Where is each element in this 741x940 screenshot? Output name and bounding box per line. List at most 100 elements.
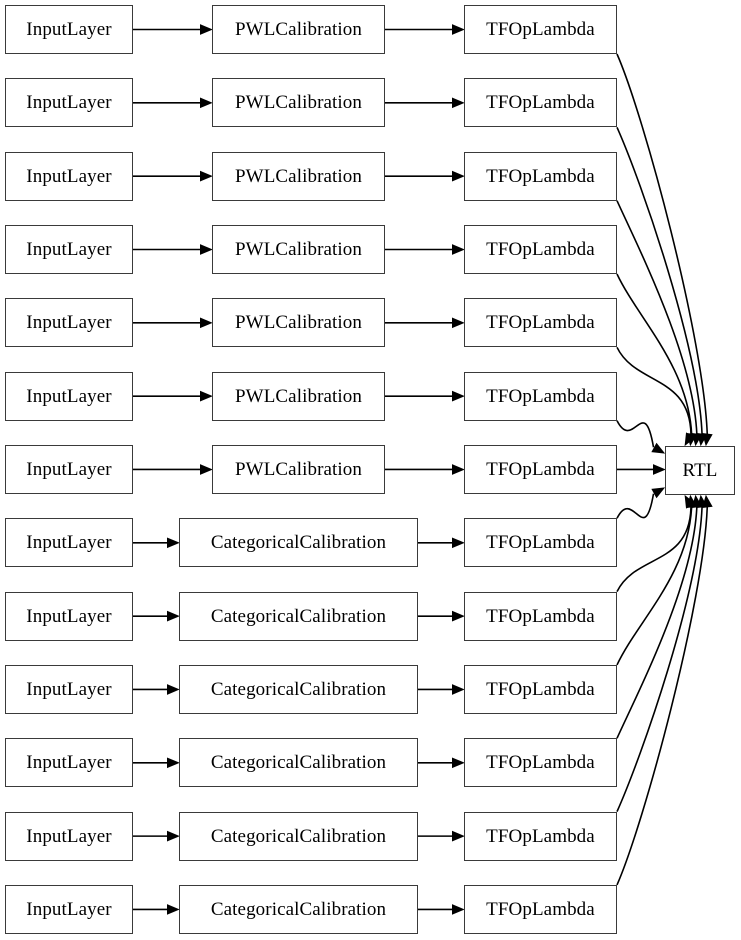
- arrowhead-lambda-to-rtl-8: [684, 494, 696, 509]
- node-input-layer-9: InputLayer: [5, 664, 133, 714]
- node-tfoplambda-7: TFOpLambda: [464, 518, 617, 568]
- edge-lambda-to-rtl-2: [616, 200, 698, 435]
- arrowhead-calibration-to-lambda-9: [452, 684, 465, 695]
- node-categoricalcalibration-10-label: CategoricalCalibration: [210, 752, 387, 774]
- node-tfoplambda-9: TFOpLambda: [464, 664, 617, 714]
- arrowhead-lambda-to-rtl-2: [691, 432, 703, 447]
- node-input-layer-9-label: InputLayer: [26, 678, 112, 700]
- arrowhead-lambda-to-rtl-7: [651, 487, 666, 499]
- node-input-layer-6: InputLayer: [5, 444, 133, 494]
- arrowhead-input-to-calibration-2: [200, 170, 213, 182]
- node-input-layer-7: InputLayer: [5, 518, 133, 568]
- arrowhead-lambda-to-rtl-3: [686, 432, 698, 447]
- node-pwlcalibration-3-label: PWLCalibration: [235, 238, 362, 260]
- node-input-layer-10: InputLayer: [5, 738, 133, 788]
- arrowhead-input-to-calibration-8: [167, 610, 180, 622]
- node-tfoplambda-11: TFOpLambda: [464, 811, 617, 861]
- arrowhead-calibration-to-lambda-2: [452, 170, 465, 182]
- node-pwlcalibration-4-label: PWLCalibration: [235, 312, 362, 334]
- arrowhead-input-to-calibration-5: [200, 390, 213, 402]
- arrowhead-calibration-to-lambda-4: [452, 317, 465, 329]
- node-tfoplambda-8: TFOpLambda: [464, 591, 617, 641]
- node-input-layer-8-label: InputLayer: [26, 605, 112, 627]
- arrowhead-lambda-to-rtl-9: [686, 494, 698, 509]
- node-pwlcalibration-1-label: PWLCalibration: [235, 92, 362, 114]
- node-input-layer-1: InputLayer: [5, 78, 133, 128]
- node-pwlcalibration-2: PWLCalibration: [212, 151, 385, 201]
- edge-lambda-to-rtl-0: [616, 53, 709, 435]
- arrowhead-input-to-calibration-12: [167, 904, 180, 915]
- node-pwlcalibration-3: PWLCalibration: [212, 224, 385, 274]
- arrowhead-input-to-calibration-10: [167, 757, 180, 769]
- node-tfoplambda-4: TFOpLambda: [464, 298, 617, 348]
- node-input-layer-5-label: InputLayer: [26, 385, 112, 407]
- arrowhead-input-to-calibration-7: [167, 537, 180, 549]
- arrowhead-input-to-calibration-4: [200, 317, 213, 329]
- node-pwlcalibration-1: PWLCalibration: [212, 78, 385, 128]
- node-tfoplambda-10: TFOpLambda: [464, 738, 617, 788]
- arrowhead-lambda-to-rtl-6: [653, 464, 666, 475]
- node-tfoplambda-3-label: TFOpLambda: [486, 238, 595, 260]
- node-categoricalcalibration-7-label: CategoricalCalibration: [210, 532, 387, 554]
- edge-lambda-to-rtl-10: [616, 506, 698, 739]
- arrowhead-calibration-to-lambda-1: [452, 97, 465, 109]
- arrowhead-lambda-to-rtl-11: [696, 494, 708, 509]
- arrowhead-calibration-to-lambda-11: [452, 830, 465, 842]
- node-rtl-label: RTL: [682, 460, 718, 481]
- arrowhead-calibration-to-lambda-3: [452, 244, 465, 255]
- node-tfoplambda-6: TFOpLambda: [464, 444, 617, 494]
- node-input-layer-8: InputLayer: [5, 591, 133, 641]
- node-input-layer-2-label: InputLayer: [26, 165, 112, 187]
- edge-lambda-to-rtl-9: [616, 506, 693, 666]
- node-tfoplambda-12-label: TFOpLambda: [486, 898, 595, 920]
- arrowhead-lambda-to-rtl-0: [702, 432, 713, 447]
- node-input-layer-11: InputLayer: [5, 811, 133, 861]
- node-input-layer-12: InputLayer: [5, 884, 133, 934]
- edge-lambda-to-rtl-7: [616, 493, 655, 519]
- node-tfoplambda-3: TFOpLambda: [464, 224, 617, 274]
- edge-lambda-to-rtl-12: [616, 506, 709, 886]
- node-input-layer-6-label: InputLayer: [26, 458, 112, 480]
- node-categoricalcalibration-10: CategoricalCalibration: [179, 738, 418, 788]
- node-tfoplambda-2: TFOpLambda: [464, 151, 617, 201]
- node-input-layer-12-label: InputLayer: [26, 898, 112, 920]
- node-tfoplambda-5-label: TFOpLambda: [486, 385, 595, 407]
- node-pwlcalibration-4: PWLCalibration: [212, 298, 385, 348]
- node-pwlcalibration-0: PWLCalibration: [212, 5, 385, 54]
- node-input-layer-11-label: InputLayer: [26, 825, 112, 847]
- node-tfoplambda-9-label: TFOpLambda: [486, 678, 595, 700]
- node-categoricalcalibration-12: CategoricalCalibration: [179, 884, 418, 934]
- node-categoricalcalibration-11-label: CategoricalCalibration: [210, 825, 387, 847]
- node-input-layer-2: InputLayer: [5, 151, 133, 201]
- node-pwlcalibration-2-label: PWLCalibration: [235, 165, 362, 187]
- node-input-layer-1-label: InputLayer: [26, 92, 112, 114]
- node-categoricalcalibration-11: CategoricalCalibration: [179, 811, 418, 861]
- node-input-layer-7-label: InputLayer: [26, 532, 112, 554]
- edge-lambda-to-rtl-4: [616, 346, 692, 435]
- node-pwlcalibration-6-label: PWLCalibration: [235, 458, 362, 480]
- arrowhead-lambda-to-rtl-5: [651, 442, 666, 454]
- node-input-layer-3: InputLayer: [5, 224, 133, 274]
- edge-lambda-to-rtl-3: [616, 273, 693, 435]
- arrowhead-lambda-to-rtl-4: [684, 432, 696, 447]
- node-input-layer-0-label: InputLayer: [26, 19, 112, 40]
- node-categoricalcalibration-7: CategoricalCalibration: [179, 518, 418, 568]
- node-tfoplambda-12: TFOpLambda: [464, 884, 617, 934]
- node-tfoplambda-11-label: TFOpLambda: [486, 825, 595, 847]
- arrowhead-input-to-calibration-3: [200, 244, 213, 255]
- node-categoricalcalibration-8-label: CategoricalCalibration: [210, 605, 387, 627]
- node-input-layer-5: InputLayer: [5, 371, 133, 421]
- arrowhead-calibration-to-lambda-8: [452, 610, 465, 622]
- node-tfoplambda-0: TFOpLambda: [464, 5, 617, 54]
- arrowhead-calibration-to-lambda-10: [452, 757, 465, 769]
- node-tfoplambda-4-label: TFOpLambda: [486, 312, 595, 334]
- node-tfoplambda-1-label: TFOpLambda: [486, 92, 595, 114]
- arrowhead-input-to-calibration-11: [167, 830, 180, 842]
- node-categoricalcalibration-9-label: CategoricalCalibration: [210, 678, 387, 700]
- arrowhead-calibration-to-lambda-7: [452, 537, 465, 549]
- arrowhead-calibration-to-lambda-5: [452, 390, 465, 402]
- arrowhead-calibration-to-lambda-6: [452, 464, 465, 475]
- node-tfoplambda-7-label: TFOpLambda: [486, 532, 595, 554]
- node-tfoplambda-0-label: TFOpLambda: [486, 19, 595, 40]
